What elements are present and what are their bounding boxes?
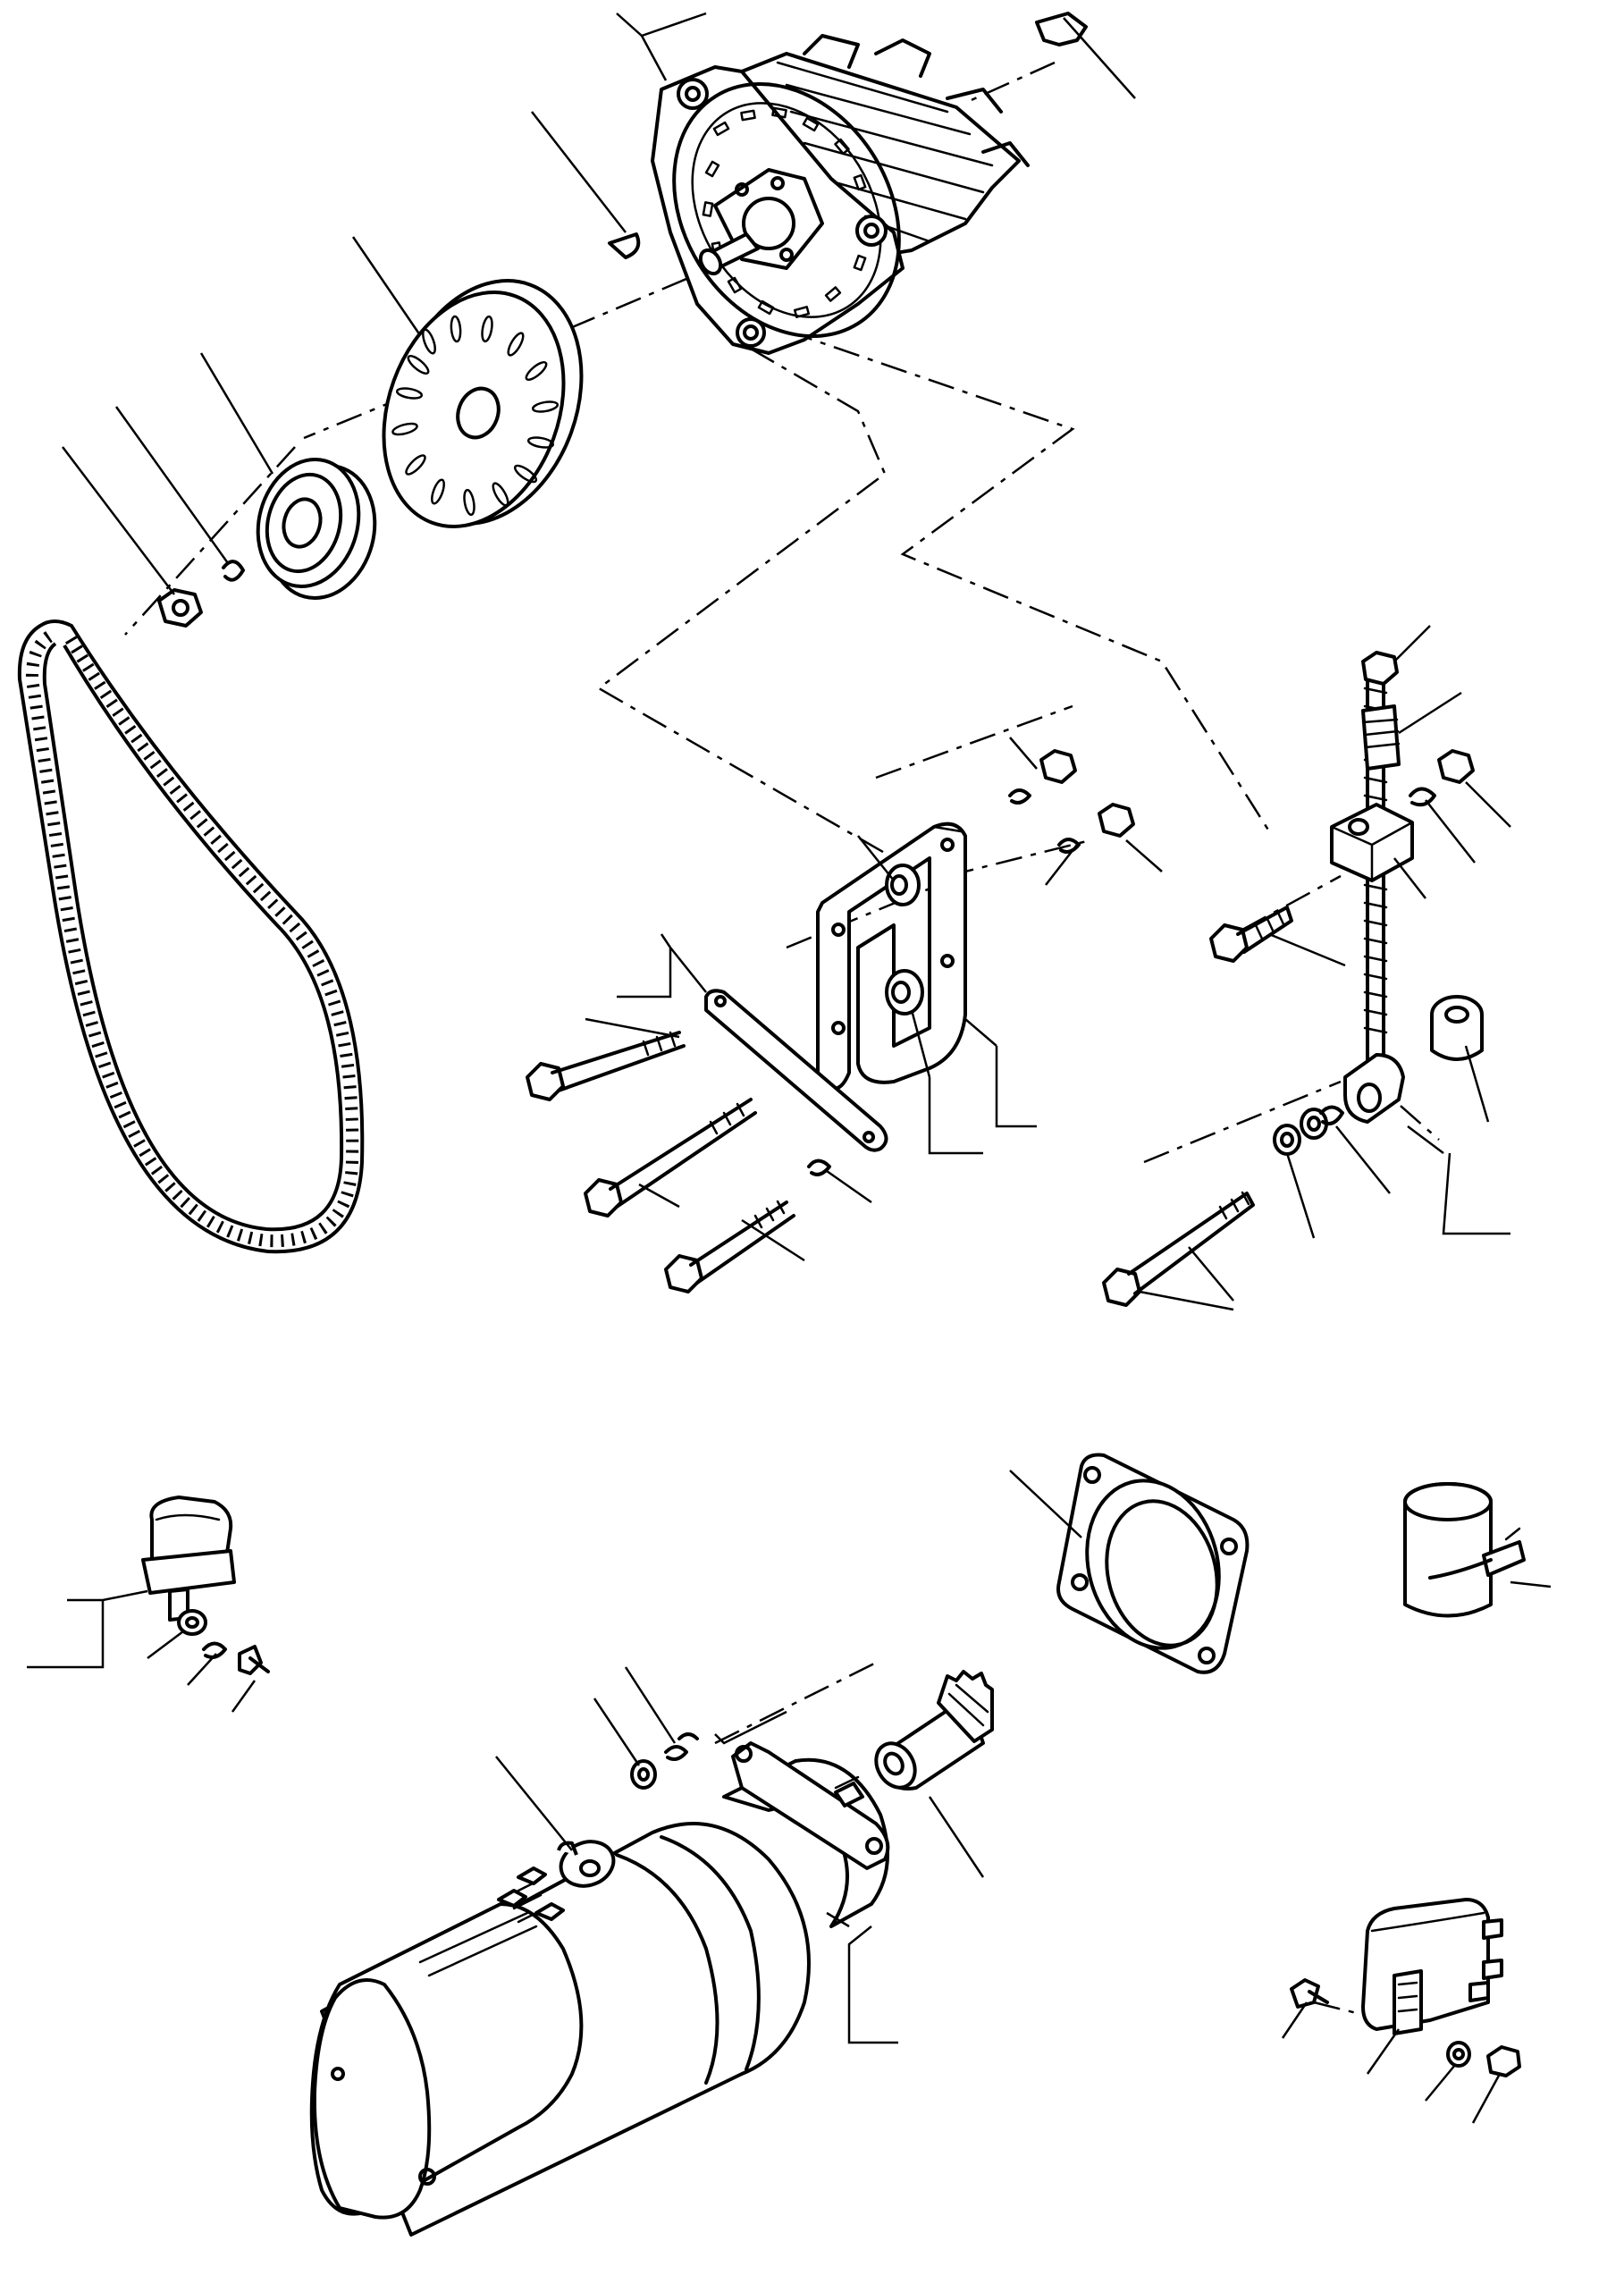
leader-lines	[27, 12, 1552, 2124]
relay	[141, 1496, 270, 1675]
bracket-bolt-3	[664, 1200, 795, 1293]
v-belt	[17, 619, 365, 1254]
starter-flange	[1056, 1453, 1250, 1674]
woodruff-key	[608, 232, 641, 259]
alternator	[651, 12, 1088, 355]
mounting-bracket	[816, 822, 967, 1091]
lock-washer	[222, 560, 245, 582]
fan-pulley	[382, 279, 584, 528]
adjusting-strap	[704, 989, 888, 1152]
starter-motor	[309, 1741, 890, 2237]
bracket-hardware	[807, 749, 1135, 1176]
pulley-nut	[157, 588, 203, 628]
starter-hardware	[557, 1732, 699, 1888]
regulator	[1290, 1898, 1521, 2077]
drive-pulley	[256, 458, 377, 600]
starter-pinion	[874, 1670, 994, 1791]
tension-link	[1102, 651, 1484, 1307]
capacitor	[1403, 1482, 1526, 1618]
bracket-bolt-1	[526, 1031, 686, 1101]
bracket-bolt-2	[584, 1098, 757, 1218]
